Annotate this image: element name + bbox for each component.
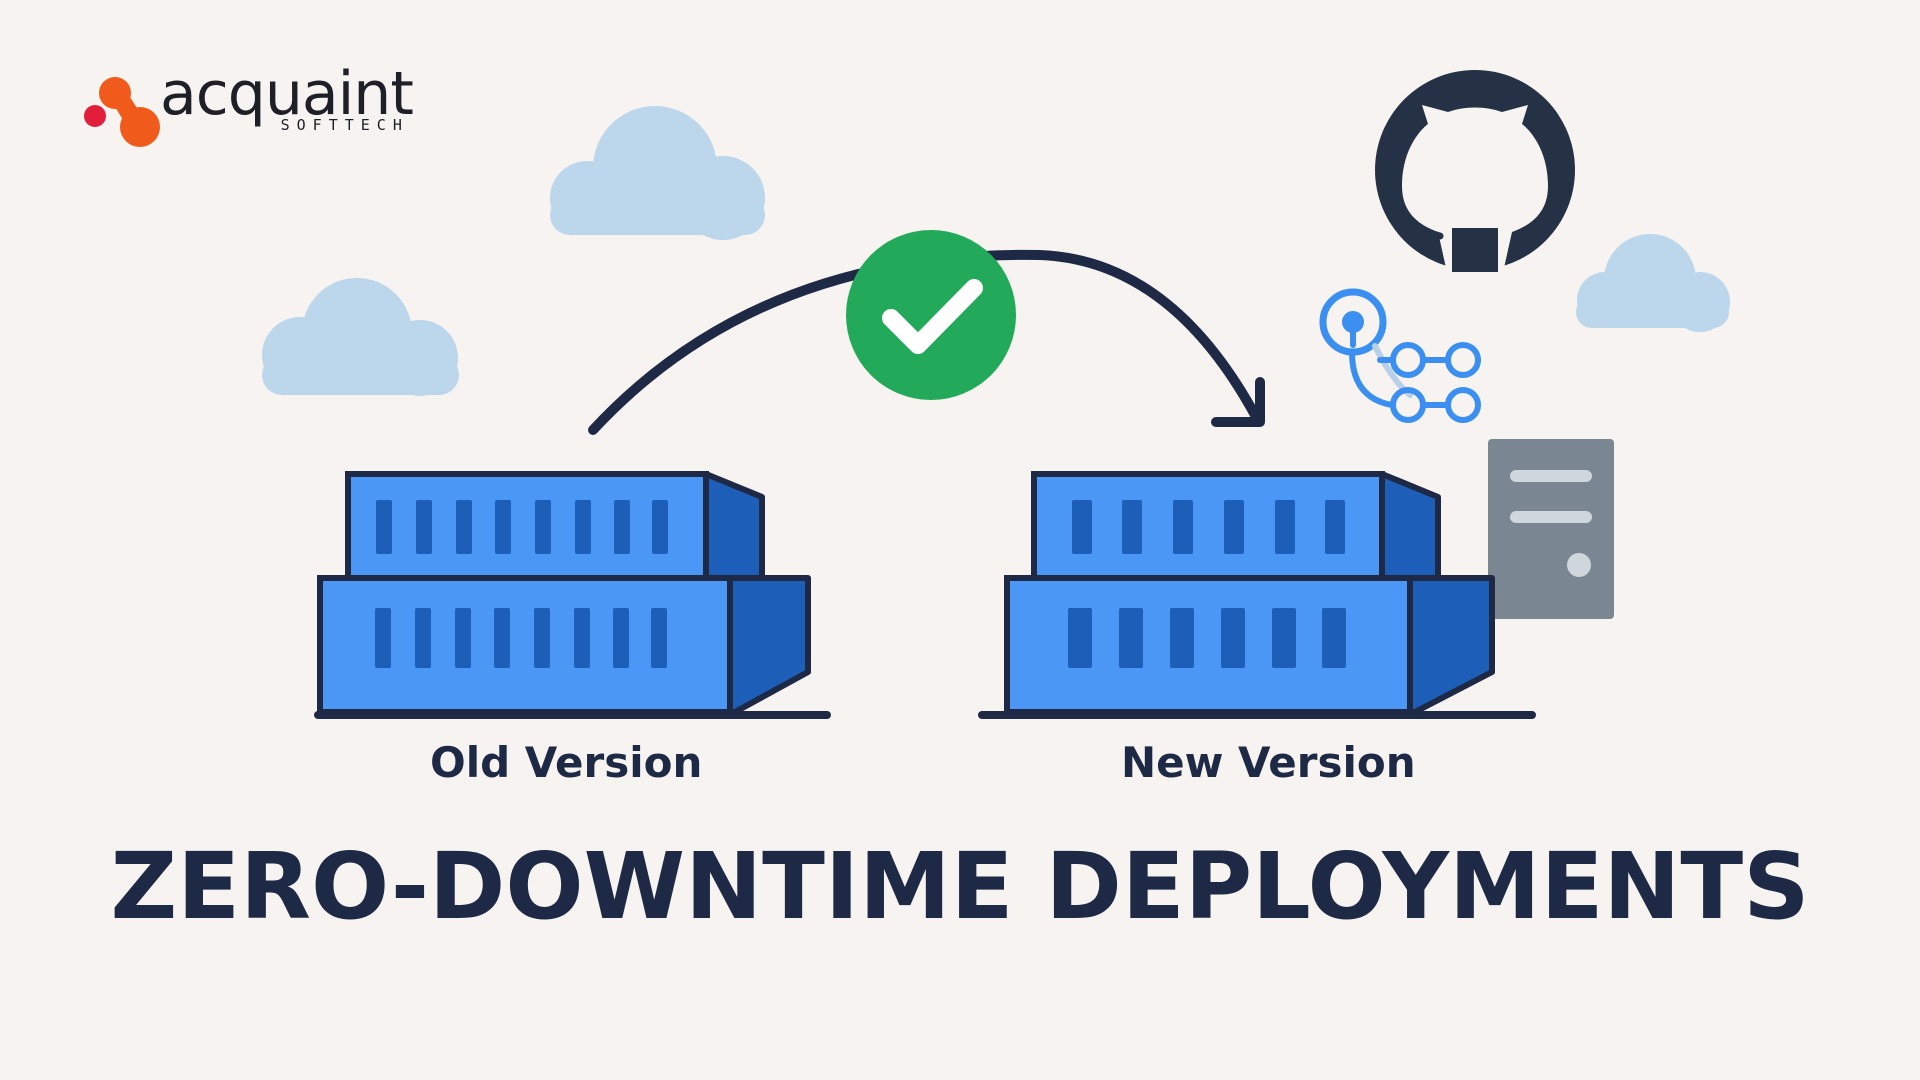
page-title: ZERO-DOWNTIME DEPLOYMENTS [110, 833, 1810, 940]
server-icon [1488, 439, 1614, 619]
git-pipeline-icon [1319, 288, 1481, 423]
old-version-label: Old Version [430, 738, 703, 787]
github-icon [1375, 70, 1575, 272]
brand-tagline: SOFTTECH [280, 116, 409, 134]
new-version-containers [978, 471, 1536, 719]
cloud-icon [1576, 234, 1730, 332]
acquaint-logo-icon [84, 77, 160, 147]
brand-logo: acquaint SOFTTECH [160, 59, 414, 134]
brand-name: acquaint [160, 59, 414, 129]
deployment-arrow [588, 249, 1265, 435]
check-icon [846, 230, 1016, 400]
cloud-icon [262, 278, 459, 396]
old-version-containers [314, 471, 831, 719]
cloud-icon [550, 106, 765, 240]
new-version-label: New Version [1121, 738, 1416, 787]
